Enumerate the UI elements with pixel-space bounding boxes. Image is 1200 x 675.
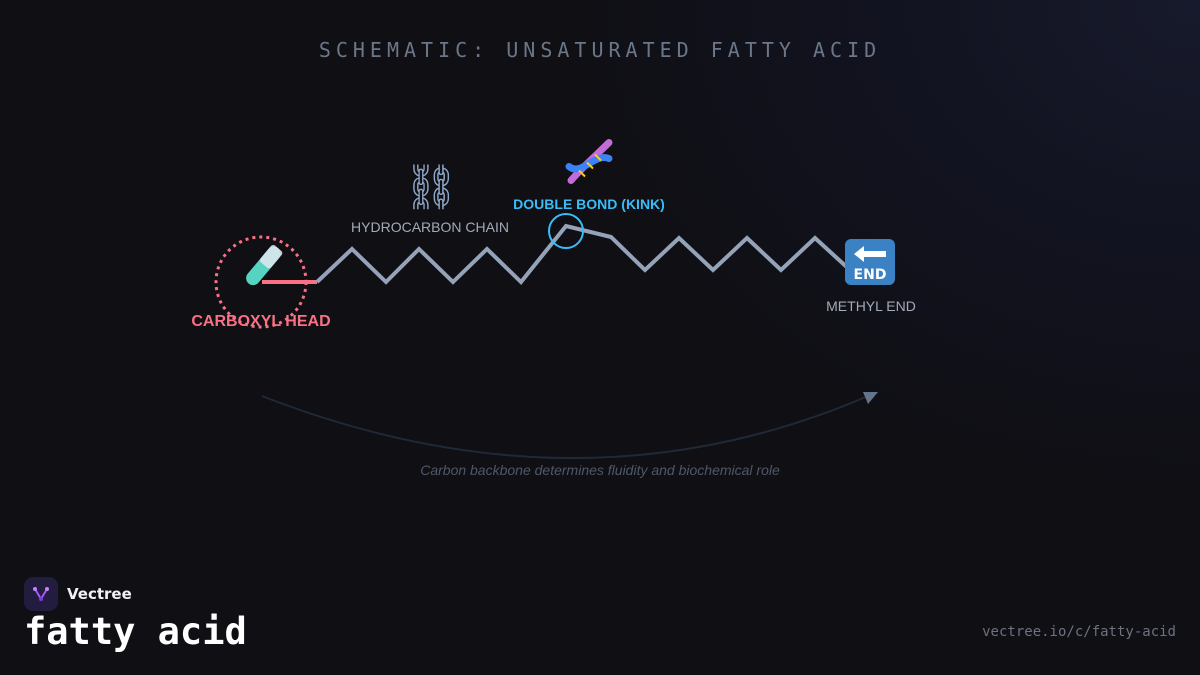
end-icon-text: END [854, 267, 887, 283]
end-arrow-icon: END [844, 238, 896, 286]
dna-icon [563, 137, 615, 194]
hydrocarbon-chain-label: HYDROCARBON CHAIN [351, 219, 509, 235]
source-url[interactable]: vectree.io/c/fatty-acid [982, 624, 1176, 640]
topic-title: fatty acid [24, 610, 247, 653]
backbone-arrow-head [863, 392, 878, 404]
test-tube-icon [234, 238, 290, 302]
carboxyl-head-label: CARBOXYL HEAD [191, 313, 331, 330]
diagram-caption: Carbon backbone determines fluidity and … [420, 462, 780, 478]
brand-name: Vectree [67, 585, 132, 603]
brand: Vectree [24, 577, 132, 611]
chain-link-icon: ⛓ [403, 162, 459, 213]
carbon-backbone [315, 223, 852, 285]
double-bond-label: DOUBLE BOND (KINK) [513, 196, 665, 212]
diagram-title: SCHEMATIC: UNSATURATED FATTY ACID [318, 38, 882, 62]
backbone-arrow [261, 395, 869, 459]
double-bond-marker [548, 213, 584, 249]
methyl-end-label: METHYL END [826, 298, 916, 314]
brand-logo-icon [24, 577, 58, 611]
